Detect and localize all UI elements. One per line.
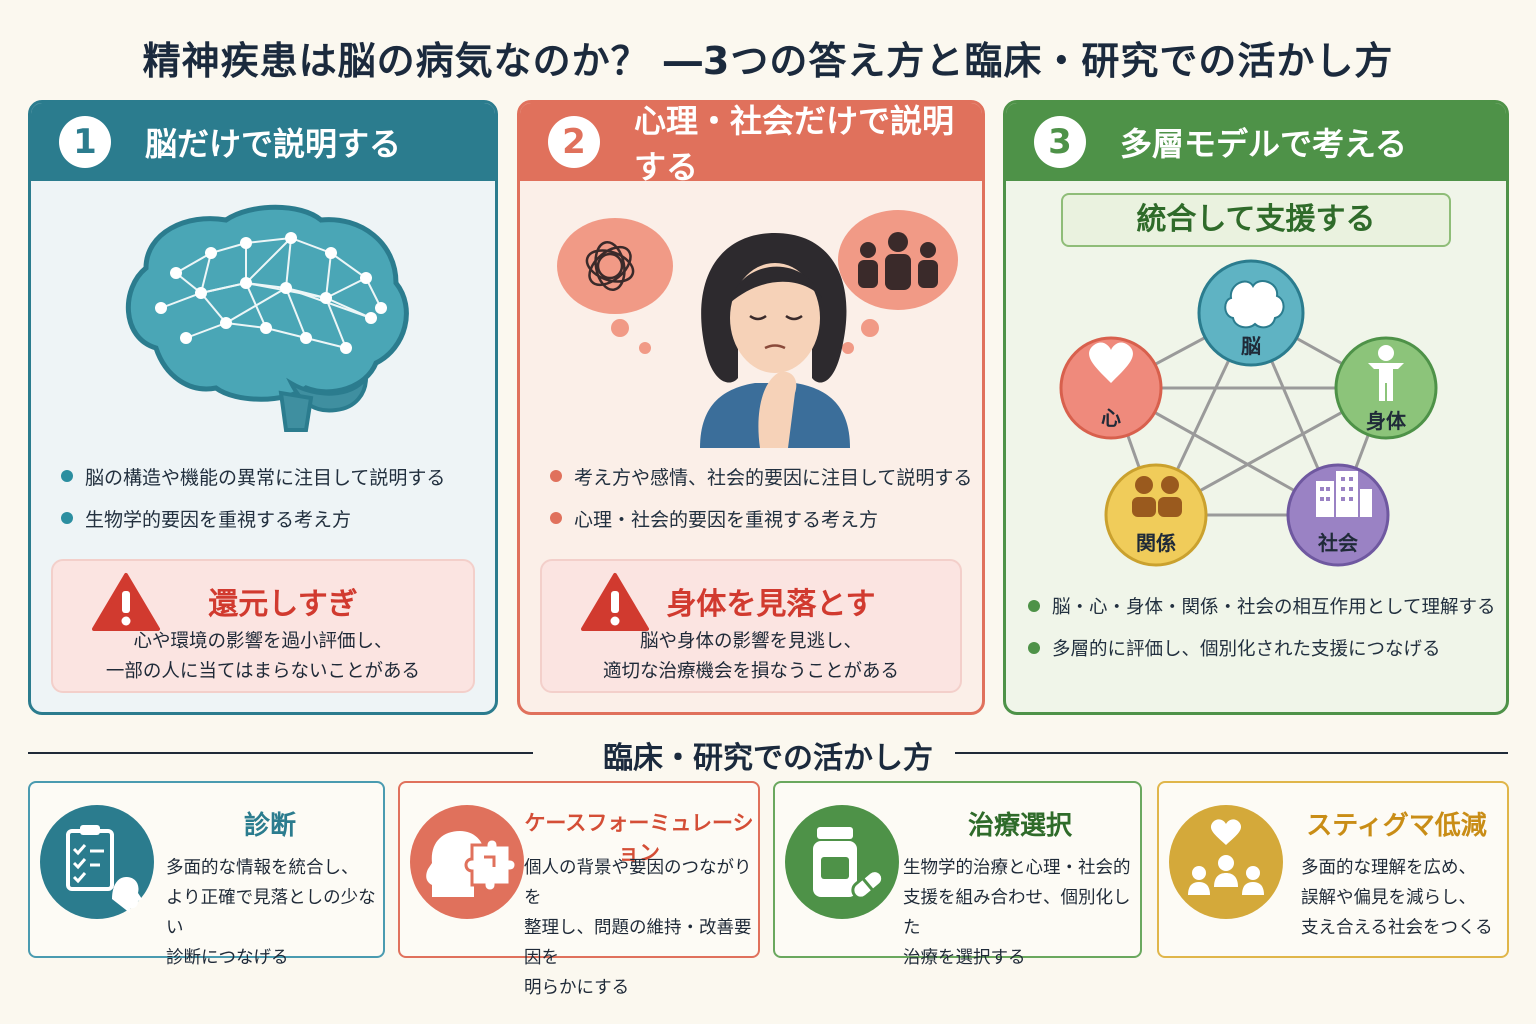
app-icon-circle — [785, 805, 899, 919]
warning-icon — [581, 573, 649, 631]
node-label: 関係 — [1136, 531, 1176, 555]
bullet-dot-icon — [1028, 600, 1040, 612]
card-title: 心理・社会だけで説明する — [634, 102, 955, 186]
community-heart-icon — [1188, 819, 1264, 895]
app-title: ケースフォーミュレーション — [524, 811, 754, 865]
section-divider — [28, 752, 533, 754]
node-label: 脳 — [1240, 334, 1261, 358]
bullet-dot-icon — [550, 512, 562, 524]
people-thought-icon — [838, 210, 958, 354]
integrate-banner: 統合して支援する — [1061, 193, 1451, 247]
app-card-case-formulation: ケースフォーミュレーション 個人の背景や要因のつながりを 整理し、問題の維持・改… — [398, 781, 760, 998]
card-psycho-social-only: 2 心理・社会だけで説明する — [517, 100, 985, 715]
app-icon-circle — [1169, 805, 1283, 919]
app-title: スティグマ低減 — [1306, 811, 1487, 841]
bullet-item: 心理・社会的要因を重視する考え方 — [550, 497, 972, 539]
tangled-thought-icon — [557, 218, 673, 354]
thinking-woman-illustration — [557, 210, 958, 448]
warning-title: 還元しすぎ — [208, 587, 358, 622]
node-relationship: 関係 — [1104, 463, 1208, 567]
node-label: 心 — [1101, 406, 1121, 430]
warning-icon — [92, 573, 160, 631]
app-card-treatment-selection: 治療選択 生物学的治療と心理・社会的 支援を組み合わせ、個別化した 治療を選択す… — [773, 781, 1142, 968]
card-number: 2 — [548, 116, 600, 168]
heart-icon — [1089, 342, 1133, 383]
card-bullets: 考え方や感情、社会的要因に注目して説明する 心理・社会的要因を重視する考え方 — [550, 455, 972, 539]
warning-title: 身体を見落とす — [666, 587, 876, 622]
card-title: 脳だけで説明する — [145, 125, 402, 163]
puzzle-head-icon — [426, 831, 518, 897]
app-description: 個人の背景や要因のつながりを 整理し、問題の維持・改善要因を 明らかにする — [524, 858, 752, 998]
card-header: 3 多層モデルで考える — [1006, 103, 1506, 181]
node-society: 社会 — [1286, 463, 1390, 567]
bullet-dot-icon — [61, 512, 73, 524]
warning-box: 還元しすぎ 心や環境の影響を過小評価し、 一部の人に当てはまらないことがある — [51, 559, 475, 693]
app-card-diagnosis: 診断 多面的な情報を統合し、 より正確で見落としの少ない 診断につなげる — [28, 781, 385, 968]
bullet-dot-icon — [1028, 642, 1040, 654]
card-number: 1 — [59, 116, 111, 168]
section-divider — [955, 752, 1508, 754]
people-icon — [1132, 476, 1182, 517]
bullet-dot-icon — [550, 470, 562, 482]
bullet-item: 考え方や感情、社会的要因に注目して説明する — [550, 455, 972, 497]
app-description: 生物学的治療と心理・社会的 支援を組み合わせ、個別化した 治療を選択する — [903, 858, 1131, 968]
card-title: 多層モデルで考える — [1120, 125, 1408, 163]
section-title: 臨床・研究での活かし方 — [603, 741, 933, 776]
brain-network-illustration — [125, 204, 409, 432]
app-title: 治療選択 — [967, 811, 1072, 841]
card-bullets: 脳の構造や機能の異常に注目して説明する 生物学的要因を重視する考え方 — [61, 455, 445, 539]
bullet-item: 多層的に評価し、個別化された支援につなげる — [1028, 627, 1495, 669]
app-icon-circle — [410, 805, 524, 919]
bullet-item: 脳の構造や機能の異常に注目して説明する — [61, 455, 445, 497]
warning-text: 脳や身体の影響を見逃し、 適切な治療機会を損なうことがある — [602, 631, 899, 682]
node-heart: 心 — [1059, 336, 1163, 440]
warning-box: 身体を見落とす 脳や身体の影響を見逃し、 適切な治療機会を損なうことがある — [540, 559, 962, 693]
warning-text: 心や環境の影響を過小評価し、 一部の人に当てはまらないことがある — [105, 631, 421, 682]
node-label: 社会 — [1317, 531, 1358, 555]
node-body: 身体 — [1334, 336, 1438, 440]
node-brain: 脳 — [1197, 259, 1305, 367]
app-title: 診断 — [243, 811, 296, 841]
app-icon-circle — [40, 805, 154, 919]
bullet-item: 脳・心・身体・関係・社会の相互作用として理解する — [1028, 585, 1495, 627]
card-multilayer-model: 3 多層モデルで考える 統合して支援する 脳 心 — [1003, 100, 1509, 715]
person-icon — [1368, 345, 1404, 401]
node-label: 身体 — [1366, 409, 1407, 433]
page-title: 精神疾患は脳の病気なのか？ ―3つの答え方と臨床・研究での活かし方 — [142, 39, 1394, 83]
clipboard-icon — [66, 825, 142, 913]
brain-icon — [1224, 280, 1285, 329]
card-header: 1 脳だけで説明する — [31, 103, 495, 181]
bullet-item: 生物学的要因を重視する考え方 — [61, 497, 445, 539]
app-description: 多面的な情報を統合し、 より正確で見落としの少ない 診断につなげる — [166, 858, 376, 968]
card-brain-only: 1 脳だけで説明する 脳の構造や機能の異常に注目して説明する — [28, 100, 498, 715]
card-bullets: 脳・心・身体・関係・社会の相互作用として理解する 多層的に評価し、個別化された支… — [1028, 585, 1495, 669]
bullet-dot-icon — [61, 470, 73, 482]
card-header: 2 心理・社会だけで説明する — [520, 103, 982, 186]
card-number: 3 — [1034, 116, 1086, 168]
app-card-stigma-reduction: スティグマ低減 多面的な理解を広め、 誤解や偏見を減らし、 支え合える社会をつく… — [1157, 781, 1509, 958]
medicine-icon — [813, 827, 885, 900]
multilayer-network-diagram: 脳 心 身体 関係 — [1059, 259, 1438, 567]
app-description: 多面的な理解を広め、 誤解や偏見を減らし、 支え合える社会をつくる — [1301, 858, 1493, 938]
